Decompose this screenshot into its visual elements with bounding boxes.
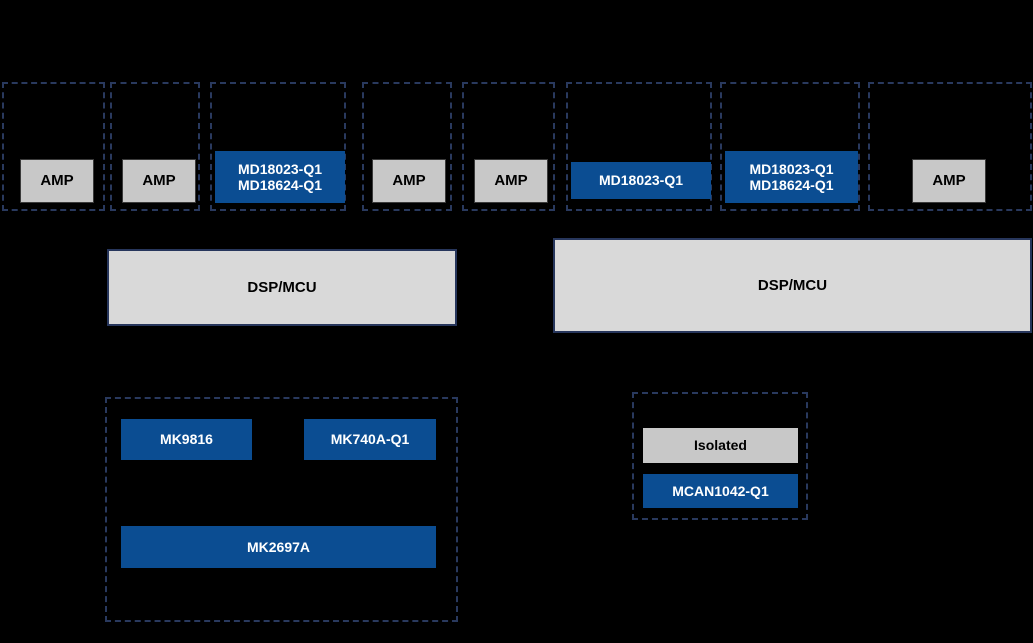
component-md18023-md18624-b[interactable]: MD18023-Q1 MD18624-Q1 (725, 151, 858, 203)
sensor-group-4: AMP (362, 82, 452, 211)
component-md18023-a[interactable]: MD18023-Q1 (571, 162, 711, 199)
component-amp-3[interactable]: AMP (372, 159, 446, 203)
component-amp-1[interactable]: AMP (20, 159, 94, 203)
processor-panel-left[interactable]: DSP/MCU (107, 249, 457, 326)
sensor-group-1: AMP (2, 82, 105, 211)
component-isolated[interactable]: Isolated (643, 428, 798, 463)
power-management-group: MK9816 MK740A-Q1 MK2697A (105, 397, 458, 622)
component-md18023-md18624-a[interactable]: MD18023-Q1 MD18624-Q1 (215, 151, 345, 203)
processor-panel-right[interactable]: DSP/MCU (553, 238, 1032, 333)
sensor-group-7: MD18023-Q1 MD18624-Q1 (720, 82, 860, 211)
sensor-group-3: MD18023-Q1 MD18624-Q1 (210, 82, 346, 211)
sensor-group-5: AMP (462, 82, 555, 211)
can-interface-group: Isolated MCAN1042-Q1 (632, 392, 808, 520)
sensor-group-2: AMP (110, 82, 200, 211)
component-mcan1042-q1[interactable]: MCAN1042-Q1 (643, 474, 798, 508)
component-amp-4[interactable]: AMP (474, 159, 548, 203)
component-mk2697a[interactable]: MK2697A (121, 526, 436, 568)
component-amp-2[interactable]: AMP (122, 159, 196, 203)
sensor-group-8: AMP (868, 82, 1032, 211)
component-mk740a-q1[interactable]: MK740A-Q1 (304, 419, 436, 460)
sensor-group-6: MD18023-Q1 (566, 82, 712, 211)
component-amp-5[interactable]: AMP (912, 159, 986, 203)
component-mk9816[interactable]: MK9816 (121, 419, 252, 460)
